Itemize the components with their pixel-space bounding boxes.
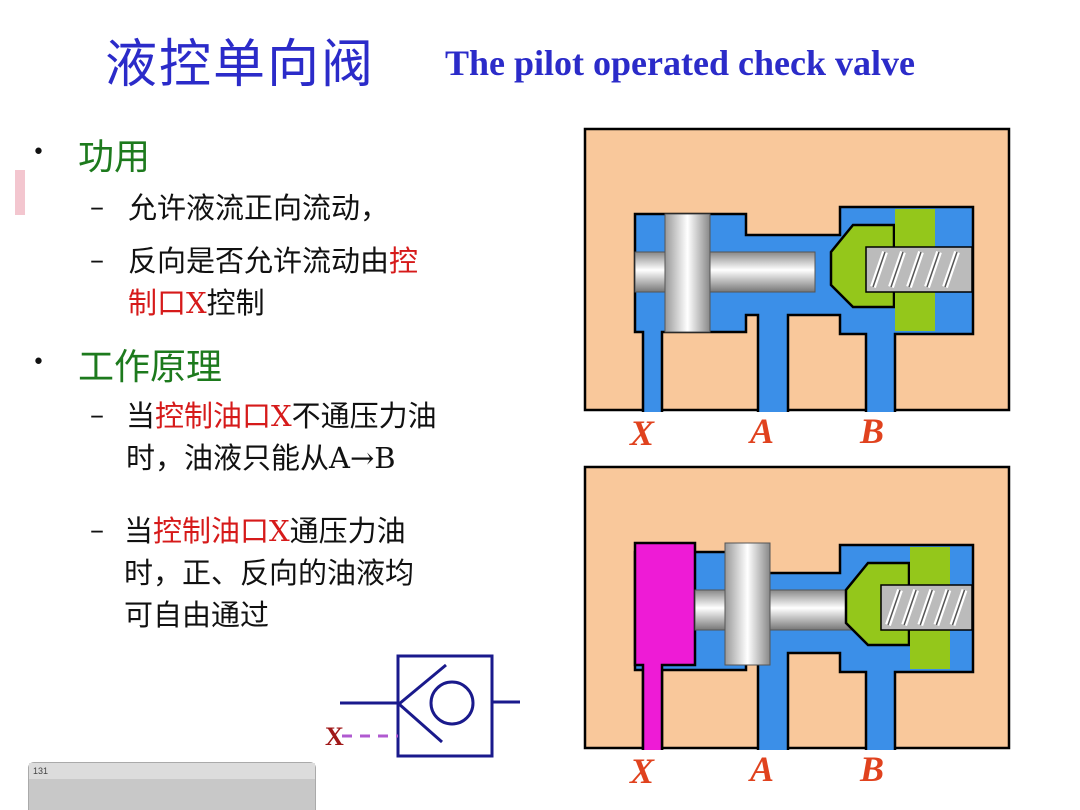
port-label-x: X bbox=[630, 751, 655, 791]
check-valve-symbol bbox=[340, 654, 520, 758]
spring-coil bbox=[919, 589, 933, 626]
text-block: 当控制油口X通压力油时，正、反向的油液均可自由通过 bbox=[124, 510, 414, 636]
heading-function: 功用 bbox=[78, 137, 151, 178]
text-segment: 控制油口X bbox=[153, 514, 290, 548]
bullet-dot: • bbox=[32, 140, 45, 165]
title-english: The pilot operated check valve bbox=[445, 43, 915, 83]
spring-coil bbox=[872, 251, 886, 288]
pilot-pressure-chamber bbox=[633, 541, 697, 750]
valve-diagram-pilot-open bbox=[583, 465, 1011, 750]
text-segment: 当 bbox=[124, 514, 154, 548]
text-segment: 允许液流正向流动， bbox=[128, 191, 390, 225]
bullet-dot: • bbox=[32, 350, 45, 375]
piston bbox=[664, 213, 711, 333]
text-segment: 不通压力油 bbox=[291, 399, 437, 433]
valve-diagram-closed bbox=[583, 127, 1011, 412]
text-segment: 时，正、反向的油液均 bbox=[124, 556, 415, 590]
text-block: 当控制油口X不通压力油时，油液只能从A→B bbox=[126, 395, 437, 479]
text-segment: 控 bbox=[389, 244, 419, 278]
text-segment: 控制油口X bbox=[155, 399, 292, 433]
text-segment: 制口X bbox=[128, 286, 207, 320]
text-segment: 当 bbox=[126, 399, 156, 433]
spring-coil bbox=[926, 251, 940, 288]
spring-coil bbox=[944, 251, 958, 288]
dash: – bbox=[90, 243, 104, 276]
dash: – bbox=[90, 398, 104, 431]
text-segment: 时，油液只能从A→B bbox=[126, 441, 396, 475]
text-segment: 可自由通过 bbox=[124, 598, 270, 632]
thumbnail-label: 131 bbox=[29, 763, 315, 779]
edge-marker bbox=[15, 170, 25, 215]
port-label-b: B bbox=[860, 411, 885, 451]
heading-principle: 工作原理 bbox=[78, 347, 223, 388]
thumbnail-window[interactable]: 131 bbox=[28, 762, 316, 810]
spring-coil bbox=[935, 589, 950, 626]
spring-coil bbox=[908, 251, 922, 288]
spring-coil bbox=[887, 589, 901, 626]
title-chinese: 液控单向阀 bbox=[105, 35, 376, 95]
symbol-port-label: X bbox=[325, 722, 344, 751]
spring-coil bbox=[890, 251, 904, 288]
dash: – bbox=[90, 513, 104, 546]
spring-coil bbox=[951, 589, 966, 626]
port-label-a: A bbox=[750, 749, 775, 789]
port-label-a: A bbox=[750, 411, 775, 451]
text-segment: 控制 bbox=[206, 286, 265, 320]
piston-rod bbox=[634, 251, 816, 293]
text-segment: 反向是否允许流动由 bbox=[128, 244, 390, 278]
spring-coil bbox=[903, 589, 917, 626]
text-segment: 通压力油 bbox=[289, 514, 406, 548]
dash: – bbox=[90, 190, 104, 223]
port-label-b: B bbox=[860, 749, 885, 789]
piston bbox=[724, 542, 771, 666]
port-label-x: X bbox=[630, 413, 655, 453]
text-block: 反向是否允许流动由控制口X控制 bbox=[128, 240, 418, 324]
text-block: 允许液流正向流动， bbox=[128, 187, 389, 229]
